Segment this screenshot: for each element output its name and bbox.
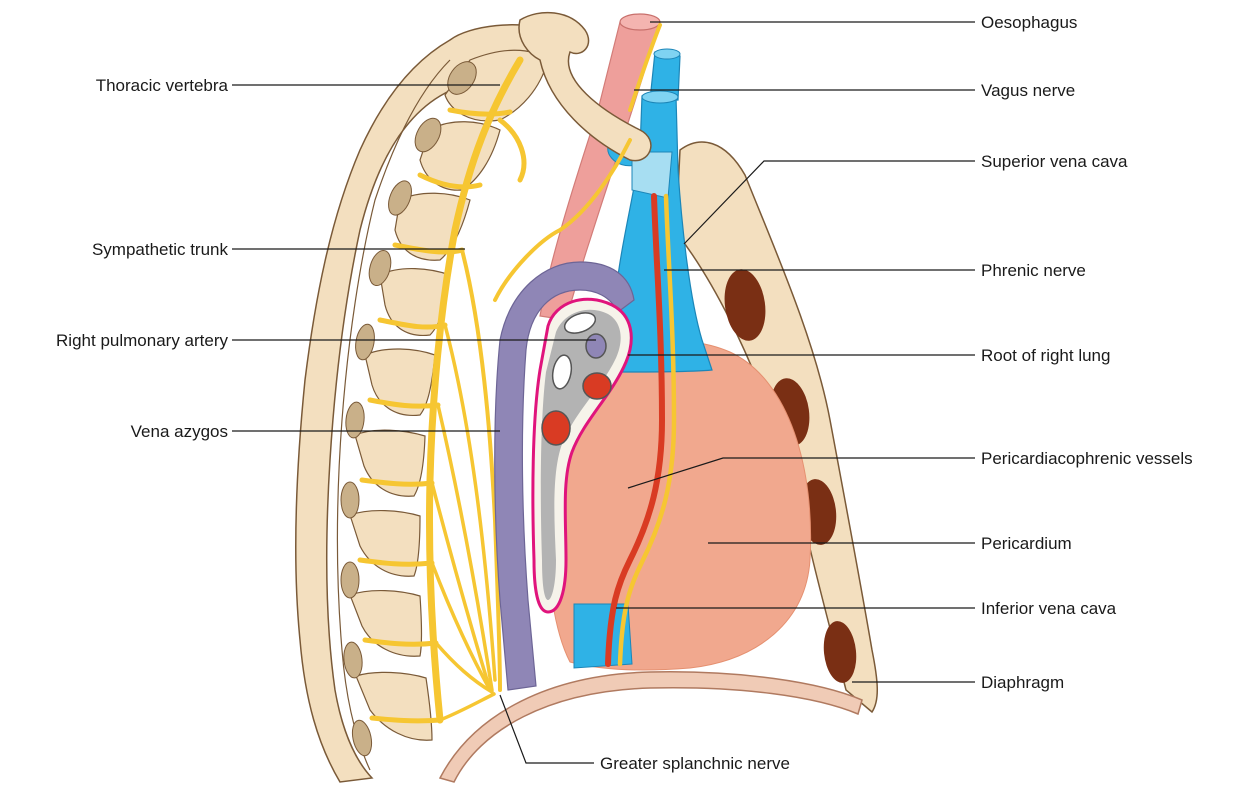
intervertebral-disc — [342, 641, 364, 679]
label-phrenic-nerve: Phrenic nerve — [981, 261, 1086, 280]
label-thoracic-vertebra: Thoracic vertebra — [96, 76, 229, 95]
label-pericardiacophrenic-vessels: Pericardiacophrenic vessels — [981, 449, 1193, 468]
label-oesophagus: Oesophagus — [981, 13, 1077, 32]
label-diaphragm: Diaphragm — [981, 673, 1064, 692]
label-root-of-right-lung: Root of right lung — [981, 346, 1110, 365]
label-vena-azygos: Vena azygos — [131, 422, 228, 441]
right-pulmonary-artery-shape — [586, 334, 606, 358]
label-sympathetic-trunk: Sympathetic trunk — [92, 240, 229, 259]
label-vagus-nerve: Vagus nerve — [981, 81, 1075, 100]
intervertebral-disc — [341, 562, 359, 598]
label-inferior-vena-cava: Inferior vena cava — [981, 599, 1117, 618]
intervertebral-disc — [341, 482, 359, 518]
label-superior-vena-cava: Superior vena cava — [981, 152, 1128, 171]
label-greater-splanchnic-nerve: Greater splanchnic nerve — [600, 754, 790, 773]
label-right-pulmonary-artery: Right pulmonary artery — [56, 331, 228, 350]
label-pericardium: Pericardium — [981, 534, 1072, 553]
